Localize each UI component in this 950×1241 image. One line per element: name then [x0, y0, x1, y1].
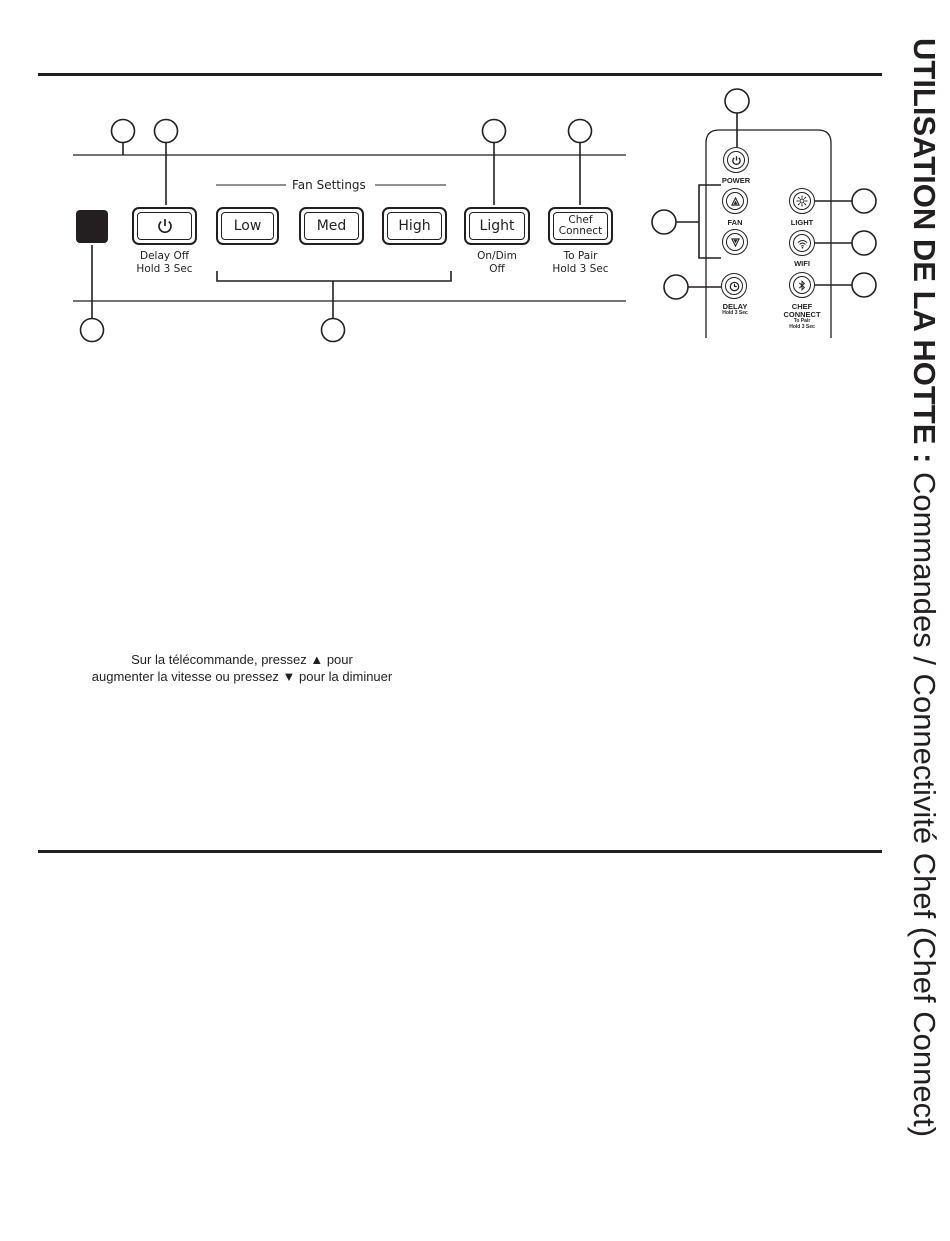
chef-caption-line2: Hold 3 Sec	[552, 262, 609, 275]
control-panel-diagram	[73, 118, 626, 343]
light-label: Light	[469, 212, 525, 240]
power-button[interactable]	[132, 207, 197, 245]
remote-chef-connect-button[interactable]	[789, 272, 815, 298]
clock-icon	[729, 281, 739, 291]
remote-wifi-label: WIFI	[794, 259, 810, 268]
remote-delay-sub: Hold 3 Sec	[722, 310, 748, 316]
remote-chef-line2: CONNECT	[783, 310, 821, 319]
power-caption-line1: Delay Off	[140, 250, 189, 262]
callout-circle	[481, 118, 507, 144]
fan-low-label: Low	[221, 212, 274, 240]
wifi-icon	[797, 239, 807, 249]
fan-med-label: Med	[304, 212, 359, 240]
callout-circle	[851, 272, 877, 298]
remote-fan-note: Sur la télécommande, pressez ▲ pour augm…	[60, 651, 424, 685]
fan-med-button[interactable]: Med	[299, 207, 364, 245]
power-icon	[731, 155, 741, 165]
power-caption: Delay Off Hold 3 Sec	[124, 250, 205, 275]
remote-light-label: LIGHT	[790, 218, 814, 227]
remote-delay-text: DELAY	[722, 302, 748, 311]
fan-settings-label: Fan Settings	[292, 178, 366, 192]
remote-power-button[interactable]	[723, 147, 749, 173]
remote-wifi-button[interactable]	[789, 230, 815, 256]
remote-delay-button[interactable]	[721, 273, 747, 299]
remote-fan-up-button[interactable]	[722, 188, 748, 214]
chef-caption-line1: To Pair	[563, 250, 598, 262]
remote-power-label: POWER	[721, 176, 751, 185]
remote-chef-sub2: Hold 3 Sec	[789, 323, 815, 330]
remote-fan-label: FAN	[727, 218, 743, 227]
callout-circle	[724, 88, 750, 114]
light-caption-line1: On/Dim	[477, 250, 517, 262]
remote-chef-sub1: To Pair	[793, 318, 811, 324]
remote-delay-label: DELAY Hold 3 Sec	[714, 303, 756, 317]
note-line1: Sur la télécommande, pressez ▲ pour	[131, 652, 353, 667]
fan-low-button[interactable]: Low	[216, 207, 279, 245]
callout-circle	[320, 317, 346, 343]
note-line2: augmenter la vitesse ou pressez ▼ pour l…	[91, 669, 393, 684]
callout-circle	[153, 118, 179, 144]
triangle-up-icon	[730, 196, 740, 206]
side-title-bold: UTILISATION DE LA HOTTE :	[907, 38, 942, 472]
light-icon	[796, 195, 808, 207]
side-title: UTILISATION DE LA HOTTE : Commandes / Co…	[902, 38, 946, 1188]
bottom-rule	[38, 850, 882, 853]
power-caption-line2: Hold 3 Sec	[136, 262, 193, 275]
remote-light-button[interactable]	[789, 188, 815, 214]
fan-bracket	[216, 271, 452, 282]
bluetooth-icon	[798, 279, 806, 291]
top-rule	[38, 73, 882, 76]
light-caption-line2: Off	[489, 262, 505, 275]
power-icon	[157, 219, 172, 234]
callout-circle	[851, 230, 877, 256]
remote-chef-connect-label: CHEF CONNECT To Pair Hold 3 Sec	[772, 303, 832, 330]
fan-high-label: High	[387, 212, 442, 240]
triangle-down-icon	[730, 237, 740, 247]
fan-high-button[interactable]: High	[382, 207, 447, 245]
callout-circle	[663, 274, 689, 300]
callout-circle	[567, 118, 593, 144]
callout-circle	[79, 317, 105, 343]
indicator-square	[76, 210, 108, 243]
chef-connect-label-line2: Connect	[558, 225, 603, 237]
callout-circle	[851, 188, 877, 214]
light-caption: On/Dim Off	[464, 250, 530, 275]
remote-chef-line1: CHEF	[791, 302, 813, 311]
remote-control-diagram	[651, 88, 877, 338]
light-button[interactable]: Light	[464, 207, 530, 245]
callout-circle	[110, 118, 136, 144]
remote-outline	[705, 129, 832, 338]
chef-connect-caption: To Pair Hold 3 Sec	[540, 250, 621, 275]
callout-circle	[651, 209, 677, 235]
side-title-normal: Commandes / Connectivité Chef (Chef Conn…	[907, 471, 942, 1138]
remote-fan-down-button[interactable]	[722, 229, 748, 255]
chef-connect-label-line1: Chef	[568, 213, 593, 226]
